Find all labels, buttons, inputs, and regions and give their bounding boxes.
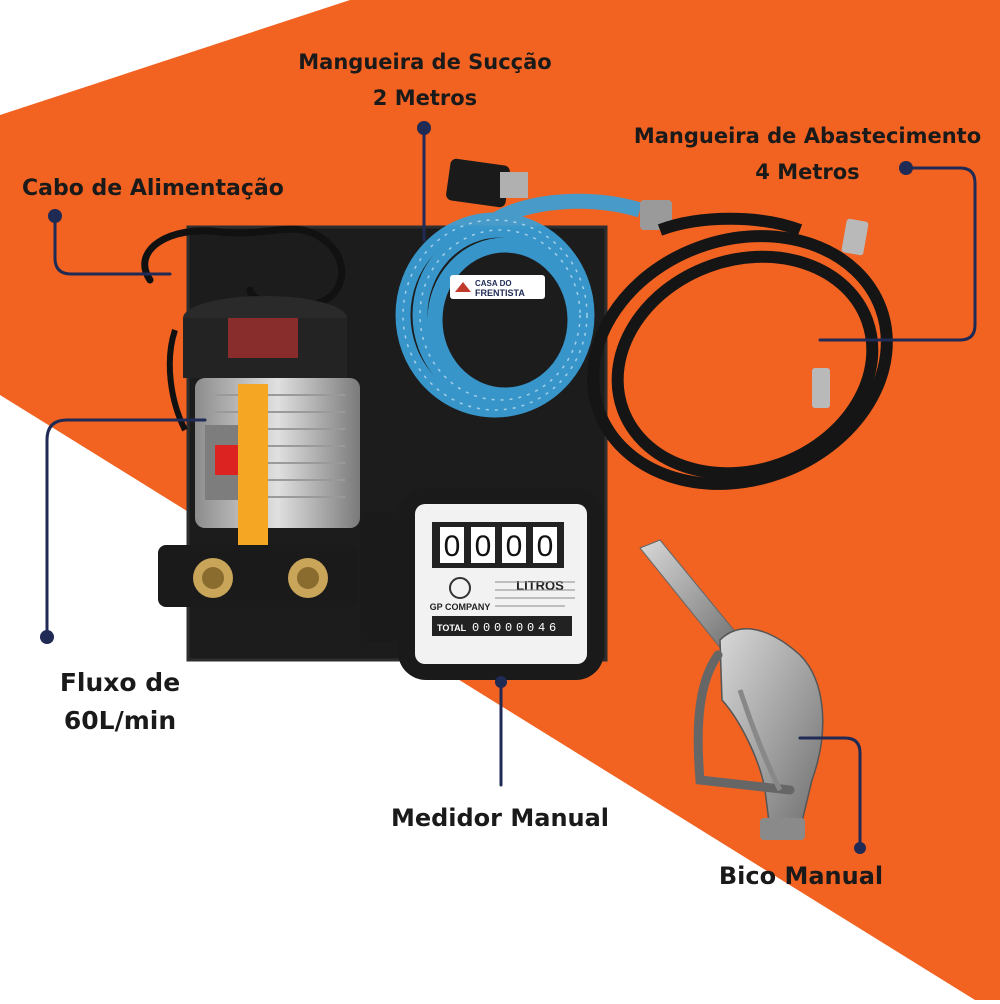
meter-total-digit: 0 (527, 621, 534, 635)
callout-suction-line1: Mangueira de Sucção (298, 50, 552, 74)
meter-total-label: TOTAL (437, 623, 467, 633)
callout-flow-line2: 60L/min (63, 706, 177, 735)
callout-label-supply-hose: Mangueira de Abastecimento 4 Metros (620, 118, 995, 190)
svg-text:FRENTISTA: FRENTISTA (475, 288, 525, 298)
meter-digit-cell (502, 527, 526, 563)
hose-logo: CASA DO FRENTISTA (450, 275, 545, 299)
svg-text:CASA DO: CASA DO (475, 279, 512, 288)
callout-flow-line1: Fluxo de (59, 668, 181, 697)
callout-supply-line1: Mangueira de Abastecimento (633, 124, 982, 148)
meter-total-digit: 6 (549, 621, 556, 635)
callout-dot-suction (417, 121, 431, 135)
manual-nozzle (639, 539, 824, 840)
meter-total-digit: 0 (516, 621, 523, 635)
meter-digit: 0 (475, 530, 492, 563)
callout-line-cable (53, 214, 172, 276)
callout-meter-line1: Medidor Manual (390, 804, 610, 832)
pump-handle (238, 384, 268, 559)
callout-nozzle-line1: Bico Manual (718, 862, 884, 890)
callout-line-flow (45, 418, 207, 639)
callout-cable-line1: Cabo de Alimentação (22, 176, 284, 201)
meter-total-digit: 0 (472, 621, 479, 635)
callout-label-flow: Fluxo de 60L/min (20, 664, 220, 740)
meter-unit-label: LITROS (516, 578, 564, 593)
pump-motor (158, 296, 360, 607)
meter-total-digit: 0 (505, 621, 512, 635)
meter-total-digit: 0 (483, 621, 490, 635)
meter-total-digit: 4 (538, 621, 545, 635)
callout-dot-supply (899, 161, 913, 175)
gp-company-logo (449, 577, 471, 599)
callout-label-meter: Medidor Manual (380, 800, 620, 836)
callout-label-power-cable: Cabo de Alimentação (22, 172, 322, 206)
callout-line-nozzle (798, 736, 862, 850)
supply-hose (587, 212, 893, 490)
callout-label-nozzle: Bico Manual (706, 858, 896, 894)
callout-dot-nozzle (854, 842, 866, 854)
meter-total-digit: 0 (494, 621, 501, 635)
callout-supply-line2: 4 Metros (755, 160, 860, 184)
callout-dot-meter (495, 676, 507, 688)
meter-digit-cell (471, 527, 495, 563)
meter-digit-cell (440, 527, 464, 563)
callout-label-suction-hose: Mangueira de Sucção 2 Metros (270, 44, 580, 116)
meter-digit-cell (533, 527, 557, 563)
callout-lines (45, 126, 977, 850)
meter-digit: 0 (444, 530, 461, 563)
callout-line-supply (818, 166, 977, 342)
callout-suction-line2: 2 Metros (372, 86, 478, 110)
meter-digit: 0 (537, 530, 554, 563)
callout-dots (40, 121, 913, 854)
callout-dot-flow (40, 630, 54, 644)
callout-dot-cable (48, 209, 62, 223)
meter-digit: 0 (506, 530, 523, 563)
meter-brand-label: GP COMPANY (430, 602, 491, 612)
